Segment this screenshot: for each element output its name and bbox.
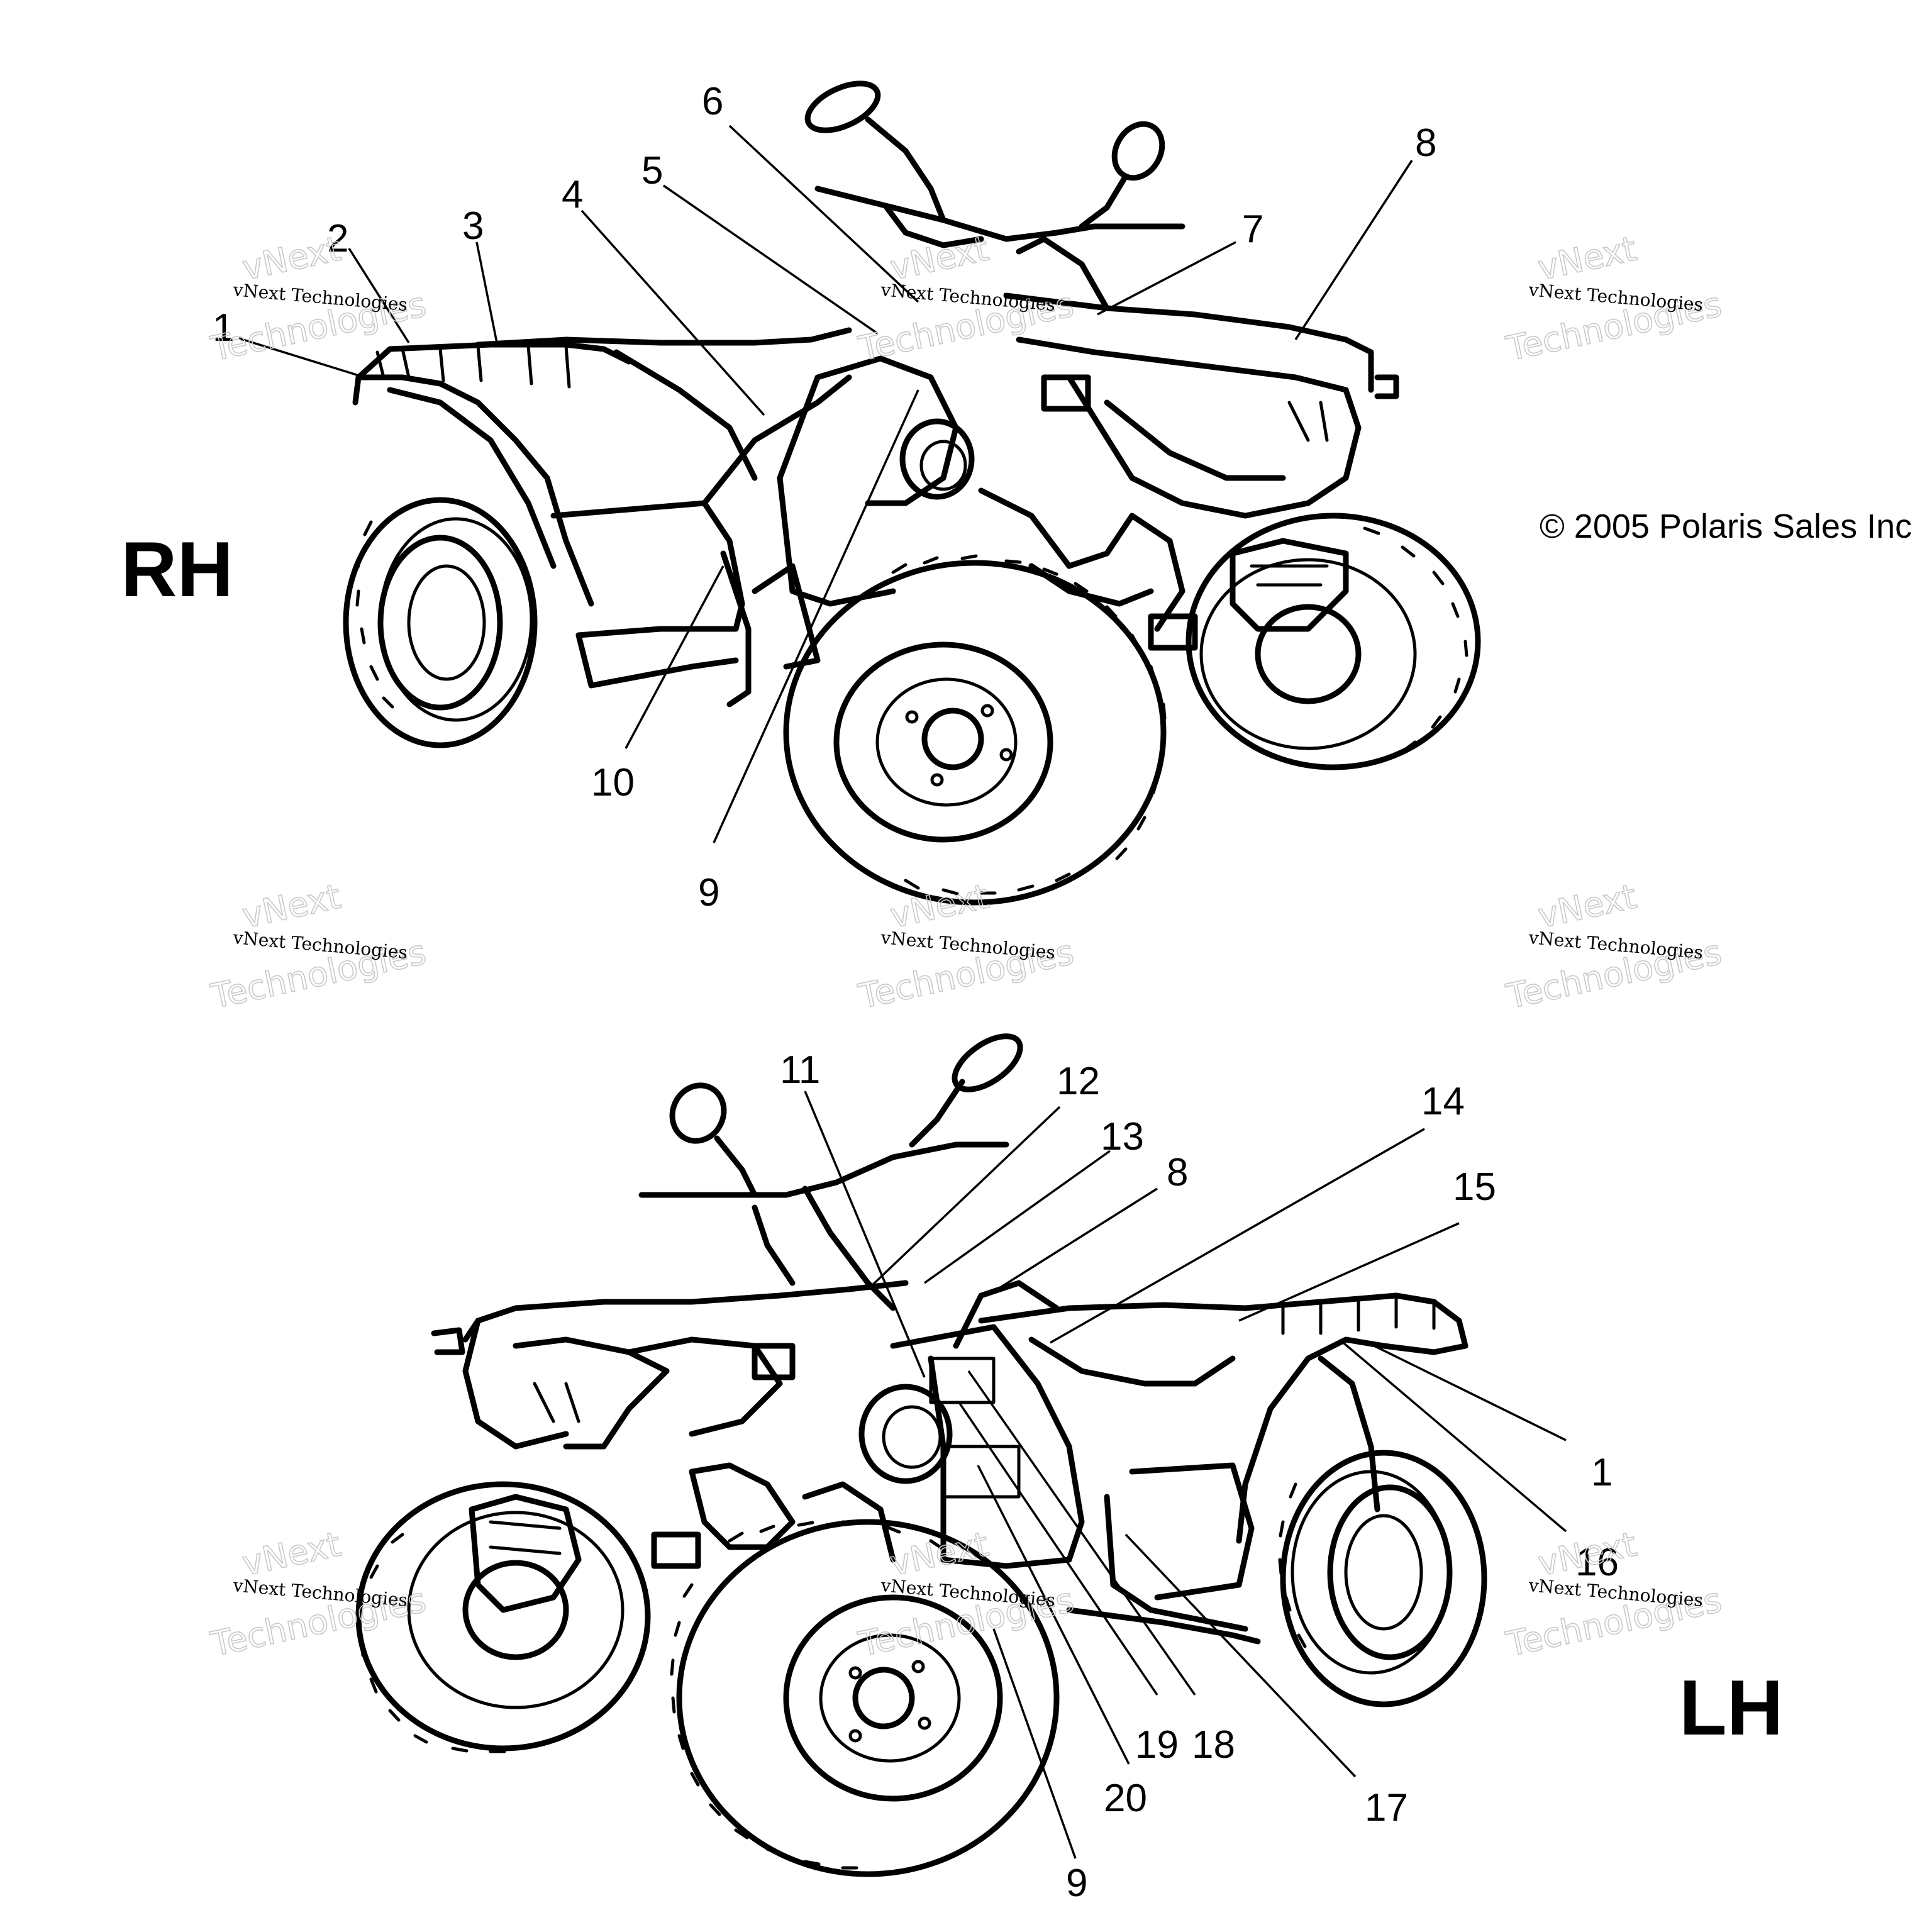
view-label-lh: LH <box>1679 1665 1783 1752</box>
rh-leader-lines <box>238 125 1413 843</box>
callout-rh-8: 8 <box>1415 121 1436 165</box>
watermark-mid-left: vNext Technologies vNext Technologies <box>207 876 430 1017</box>
callout-rh-5: 5 <box>641 149 663 192</box>
rh-callouts: 1 2 3 4 5 6 7 8 9 10 <box>213 80 1436 914</box>
svg-text:vNext: vNext <box>239 1524 344 1584</box>
svg-text:vNext: vNext <box>887 877 992 936</box>
callout-rh-10: 10 <box>591 761 635 804</box>
lh-atv-drawing <box>355 1033 1487 1877</box>
callout-lh-19: 19 <box>1135 1723 1179 1767</box>
callout-lh-20: 20 <box>1104 1777 1147 1820</box>
callout-lh-18: 18 <box>1192 1723 1235 1767</box>
callout-lh-16: 16 <box>1575 1541 1619 1584</box>
watermark-bottom-left: vNext Technologies vNext Technologies <box>207 1524 430 1665</box>
lh-handlebars <box>638 1033 1023 1311</box>
lh-tire-tread <box>357 1482 1307 1870</box>
callout-rh-6: 6 <box>702 80 723 123</box>
copyright-notice: © 2005 Polaris Sales Inc <box>1540 508 1912 545</box>
lh-front-near-wheel <box>676 1519 1060 1877</box>
lh-rear-wheel <box>1280 1450 1487 1707</box>
callout-rh-9: 9 <box>698 871 719 914</box>
watermark-mid-right: vNext Technologies vNext Technologies <box>1502 876 1726 1017</box>
svg-text:vNext: vNext <box>239 229 344 288</box>
callout-lh-9: 9 <box>1066 1862 1087 1905</box>
svg-text:vNext: vNext <box>239 877 344 936</box>
callout-lh-12: 12 <box>1057 1060 1100 1103</box>
watermark-top-right: vNext Technologies vNext Technologies <box>1502 228 1726 369</box>
watermark-bottom-center: vNext Technologies vNext Technologies <box>855 1524 1078 1665</box>
callout-rh-3: 3 <box>462 204 484 248</box>
watermark-bottom-right: vNext Technologies vNext Technologies <box>1502 1524 1726 1665</box>
svg-text:vNext: vNext <box>1535 877 1640 936</box>
callout-lh-8: 8 <box>1167 1151 1188 1194</box>
rh-front-right-wheel <box>1185 513 1481 770</box>
callout-lh-14: 14 <box>1421 1080 1465 1123</box>
rh-rear-wheel <box>343 497 538 748</box>
callout-rh-1: 1 <box>213 306 234 350</box>
rh-tire-tread <box>355 520 1468 896</box>
watermark-mid-center: vNext Technologies vNext Technologies <box>855 876 1078 1017</box>
view-label-rh: RH <box>121 526 233 613</box>
rh-atv-drawing <box>343 80 1481 906</box>
rh-handlebars <box>804 80 1185 311</box>
callout-lh-1: 1 <box>1591 1451 1613 1494</box>
callout-rh-4: 4 <box>562 173 583 216</box>
svg-text:vNext: vNext <box>1535 229 1640 288</box>
callout-lh-17: 17 <box>1365 1786 1408 1829</box>
svg-text:vNext: vNext <box>887 229 992 288</box>
callout-lh-15: 15 <box>1453 1165 1496 1209</box>
watermark-top-center: vNext Technologies vNext Technologies <box>855 228 1078 369</box>
lh-callouts: 11 12 13 8 14 15 1 16 17 18 19 20 9 <box>780 1048 1619 1905</box>
svg-text:vNext: vNext <box>887 1524 992 1584</box>
callout-rh-7: 7 <box>1242 208 1263 251</box>
rh-front-near-wheel <box>783 560 1167 906</box>
callout-lh-13: 13 <box>1101 1115 1144 1158</box>
callout-rh-2: 2 <box>327 217 348 260</box>
callout-lh-11: 11 <box>780 1048 820 1092</box>
lh-leader-lines <box>804 1091 1567 1859</box>
